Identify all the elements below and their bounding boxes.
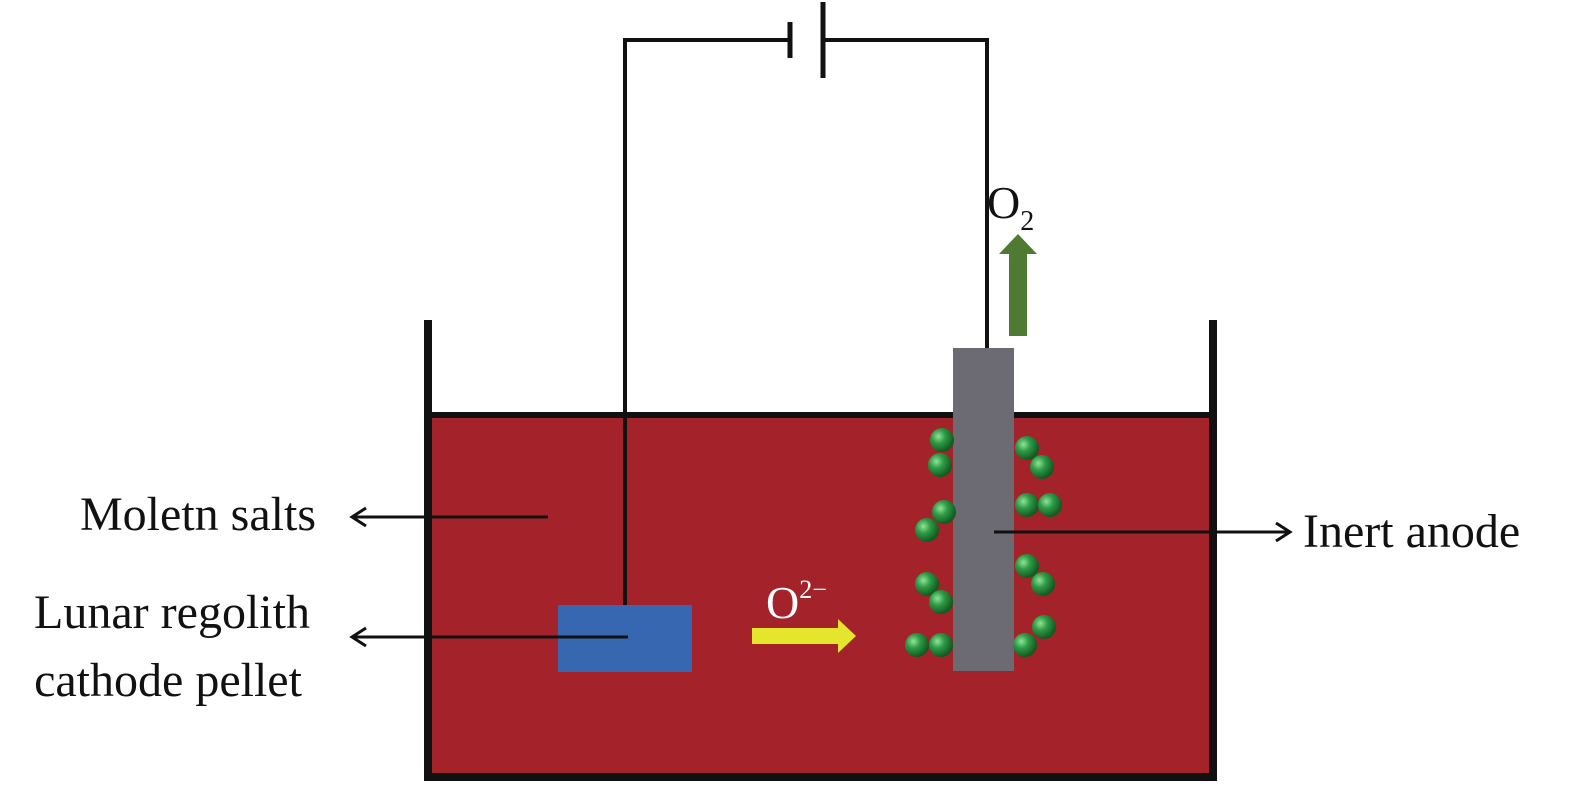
oxygen-bubbles	[905, 428, 1062, 657]
battery-icon	[787, 2, 826, 78]
oxide-ion-arrow	[752, 619, 856, 653]
oxygen-bubble-icon	[915, 518, 939, 542]
oxygen-bubble-icon	[1030, 455, 1054, 479]
oxygen-bubble-icon	[932, 500, 956, 524]
oxygen-subscript: 2	[1020, 206, 1034, 237]
oxide-ion-label: O2−	[766, 575, 827, 628]
anode-wire	[823, 38, 989, 350]
molten-salt-bath	[428, 415, 1213, 777]
oxygen-bubble-icon	[1015, 554, 1039, 578]
inert-anode-label: Inert anode	[1303, 505, 1520, 558]
oxygen-bubble-icon	[915, 572, 939, 596]
oxygen-bubble-icon	[929, 590, 953, 614]
oxide-ion-symbol: O	[766, 577, 799, 628]
oxygen-bubble-icon	[1038, 493, 1062, 517]
cathode-wire	[623, 38, 790, 607]
oxygen-bubble-icon	[929, 633, 953, 657]
oxygen-bubble-icon	[1015, 493, 1039, 517]
inert-anode-pointer	[994, 521, 1293, 543]
cathode-label-line2: cathode pellet	[34, 654, 303, 707]
oxygen-bubble-icon	[1032, 615, 1056, 639]
oxygen-bubble-icon	[905, 633, 929, 657]
oxygen-symbol: O	[987, 177, 1020, 228]
oxygen-bubble-icon	[1013, 633, 1037, 657]
oxygen-gas-arrow	[999, 234, 1037, 336]
oxygen-bubble-icon	[930, 428, 954, 452]
cathode-pointer	[349, 626, 628, 648]
oxygen-gas-label: O2	[987, 177, 1034, 237]
inert-anode-rod	[953, 348, 1014, 671]
molten-salts-label: Moletn salts	[80, 488, 316, 541]
oxygen-bubble-icon	[1031, 572, 1055, 596]
molten-salts-pointer	[349, 506, 548, 528]
oxygen-bubble-icon	[928, 453, 952, 477]
oxygen-bubble-icon	[1015, 436, 1039, 460]
oxide-ion-superscript: 2−	[799, 575, 827, 604]
crucible	[424, 320, 1217, 781]
cathode-label-line1: Lunar regolith	[34, 586, 310, 639]
